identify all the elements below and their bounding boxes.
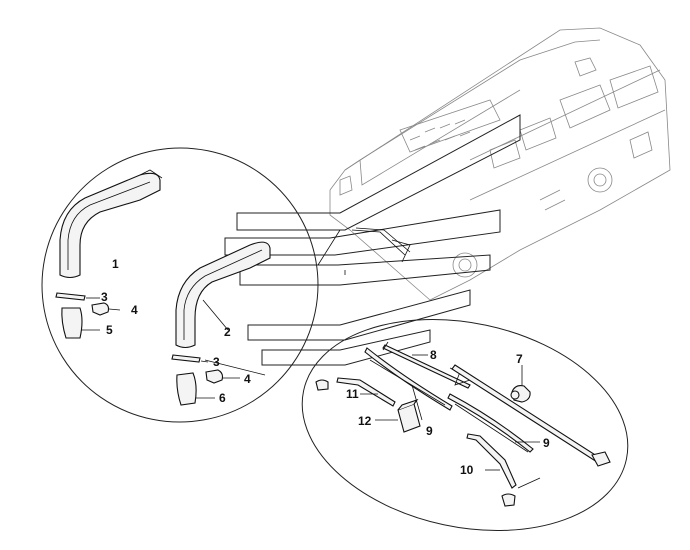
callout-4a: 4 xyxy=(131,303,138,317)
callout-1: 1 xyxy=(112,257,119,271)
mirror-arm-lower xyxy=(175,241,271,349)
mirror-glass-lower xyxy=(176,372,197,406)
callout-8: 8 xyxy=(430,348,437,362)
linkage-rod xyxy=(451,364,611,467)
callout-4b: 4 xyxy=(244,372,251,386)
end-cap-11 xyxy=(315,379,329,391)
right-detail-ellipse xyxy=(301,318,629,532)
wiper-arm-11 xyxy=(336,377,396,407)
callout-9a: 9 xyxy=(426,424,433,438)
end-cap-upper xyxy=(91,302,110,316)
callout-7: 7 xyxy=(516,352,523,366)
end-cap-lower xyxy=(205,369,224,384)
motor-7 xyxy=(510,365,531,403)
mirror-glass-upper xyxy=(61,307,83,339)
left-detail-ellipse xyxy=(41,147,319,423)
highlight-bands xyxy=(224,114,521,366)
wiper-blade-9a xyxy=(364,347,453,411)
wiper-motor-12 xyxy=(375,398,421,433)
callout-3a: 3 xyxy=(101,290,108,304)
wiper-arm-10 xyxy=(466,433,541,507)
callout-6: 6 xyxy=(219,391,226,405)
windscreen-wipers xyxy=(344,227,411,275)
trim-strip-upper xyxy=(55,292,86,301)
callout-10: 10 xyxy=(460,463,474,477)
bus-outline xyxy=(329,27,671,301)
mirror-arm-upper xyxy=(59,169,163,279)
trim-strip-lower xyxy=(171,354,201,363)
wiper-blade-9b xyxy=(447,393,534,453)
callout-3b: 3 xyxy=(213,355,220,369)
callout-5: 5 xyxy=(106,323,113,337)
callout-9b: 9 xyxy=(543,436,550,450)
callout-11: 11 xyxy=(346,387,359,401)
callout-2: 2 xyxy=(224,325,231,339)
callout-12: 12 xyxy=(358,414,372,428)
wiper-arm-8 xyxy=(382,341,471,389)
